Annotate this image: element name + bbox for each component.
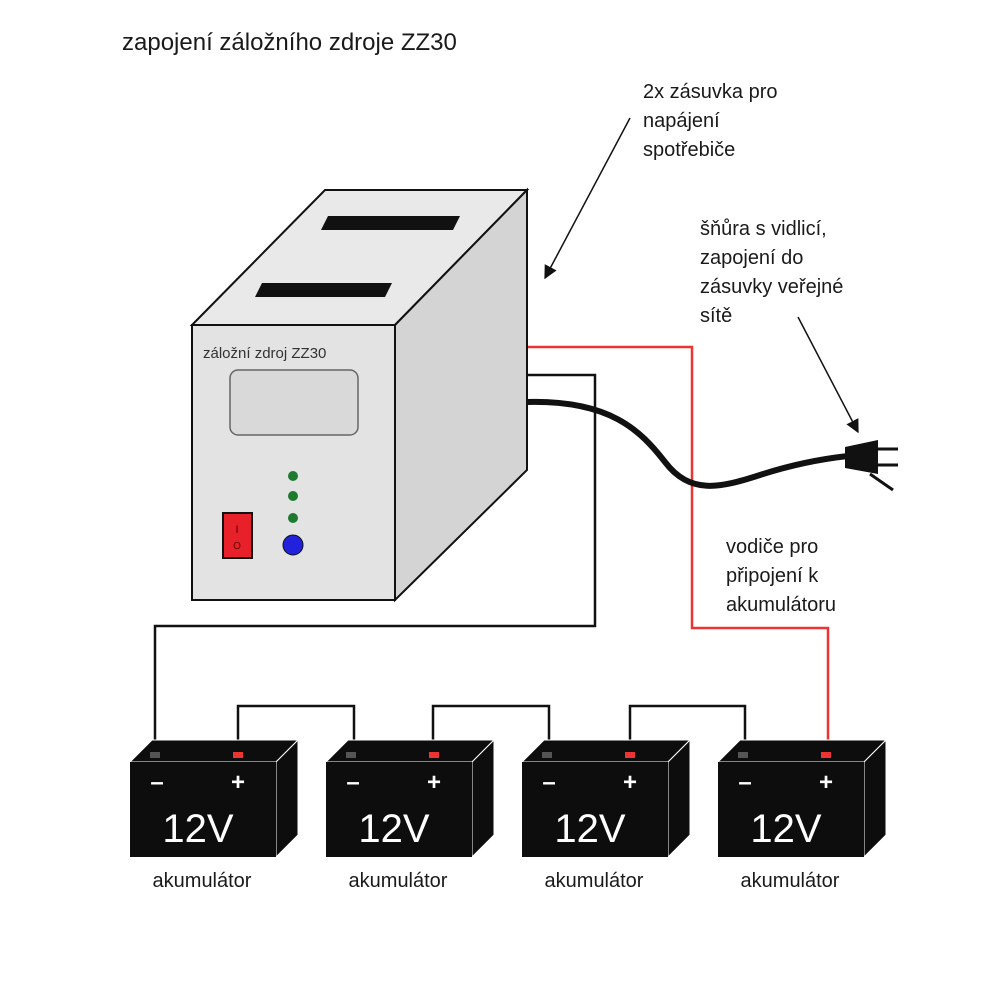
battery-1: – + 12V akumulátor <box>128 738 300 892</box>
socket-slot-2 <box>255 283 392 297</box>
annotation-wires-line-1: vodiče pro <box>726 536 818 558</box>
annotation-cord-line-1: šňůra s vidlicí, <box>700 218 827 240</box>
battery-voltage: 12V <box>162 807 233 851</box>
indicator-led-1 <box>288 471 298 481</box>
battery-voltage: 12V <box>358 807 429 851</box>
annotation-wires-line-3: akumulátoru <box>726 594 836 616</box>
power-cord <box>524 398 851 489</box>
annotation-sockets-line-3: spotřebiče <box>643 139 735 161</box>
battery-voltage: 12V <box>750 807 821 851</box>
battery-4: – + 12V akumulátor <box>716 738 888 892</box>
battery-plus-sign: + <box>819 769 833 796</box>
annotation-sockets-line-2: napájení <box>643 110 720 132</box>
positive-wire <box>527 345 830 758</box>
series-link-3 <box>628 704 747 758</box>
positive-terminal <box>233 752 243 758</box>
control-button[interactable] <box>282 534 304 556</box>
power-switch[interactable]: I O <box>222 512 253 559</box>
battery-label: akumulátor <box>741 870 840 892</box>
battery-minus-sign: – <box>738 769 751 796</box>
battery-label: akumulátor <box>349 870 448 892</box>
indicator-led-2 <box>288 491 298 501</box>
switch-mark-off: O <box>233 541 241 552</box>
battery-voltage: 12V <box>554 807 625 851</box>
negative-terminal <box>346 752 356 758</box>
annotation-sockets-line-1: 2x zásuvka pro <box>643 81 778 103</box>
annotation-cord: šňůra s vidlicí, zapojení do zásuvky veř… <box>700 218 843 327</box>
negative-terminal <box>738 752 748 758</box>
positive-terminal <box>429 752 439 758</box>
diagram-title: zapojení záložního zdroje ZZ30 <box>122 29 457 56</box>
annotation-cord-line-3: zásuvky veřejné <box>700 276 843 298</box>
positive-terminal <box>821 752 831 758</box>
annotation-sockets: 2x zásuvka pro napájení spotřebiče <box>643 81 778 161</box>
arrow-to-sockets <box>544 117 631 280</box>
indicator-led-3 <box>288 513 298 523</box>
mains-plug-icon <box>845 440 898 492</box>
annotation-cord-line-4: sítě <box>700 305 732 327</box>
battery-2: – + 12V akumulátor <box>324 738 496 892</box>
annotation-wires-line-2: připojení k <box>726 565 819 587</box>
device-display <box>229 369 359 436</box>
negative-terminal <box>542 752 552 758</box>
device-label: záložní zdroj ZZ30 <box>203 345 326 362</box>
switch-mark-on: I <box>235 524 238 536</box>
battery-minus-sign: – <box>150 769 163 796</box>
battery-3: – + 12V akumulátor <box>520 738 692 892</box>
battery-minus-sign: – <box>542 769 555 796</box>
annotation-wires: vodiče pro připojení k akumulátoru <box>726 536 836 616</box>
positive-terminal <box>625 752 635 758</box>
negative-terminal <box>150 752 160 758</box>
series-link-1 <box>236 704 356 758</box>
battery-plus-sign: + <box>231 769 245 796</box>
negative-wire <box>153 373 597 758</box>
battery-label: akumulátor <box>153 870 252 892</box>
battery-label: akumulátor <box>545 870 644 892</box>
annotation-cord-line-2: zapojení do <box>700 247 803 269</box>
battery-plus-sign: + <box>623 769 637 796</box>
socket-slot-1 <box>321 216 460 230</box>
backup-power-unit: záložní zdroj ZZ30 I O <box>189 187 530 603</box>
battery-minus-sign: – <box>346 769 359 796</box>
series-link-2 <box>431 704 551 758</box>
arrow-to-plug <box>797 316 859 434</box>
battery-plus-sign: + <box>427 769 441 796</box>
